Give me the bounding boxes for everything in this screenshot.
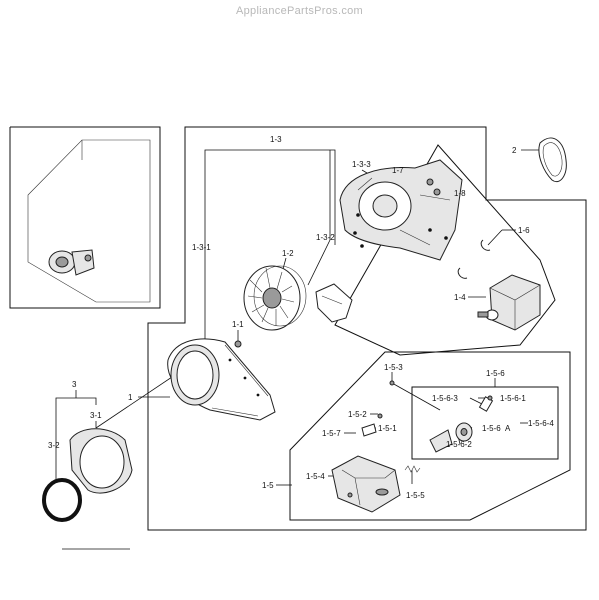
tension-spring xyxy=(404,465,421,473)
blower-housing-cover xyxy=(339,159,463,261)
label-1-5-6-1: 1-5-6-1 xyxy=(500,394,526,403)
label-1-3: 1-3 xyxy=(270,135,282,144)
inset-blower-assembly xyxy=(48,249,95,276)
label-1-5-7: 1-5-7 xyxy=(322,429,341,438)
part-labels: 1-3 1-3-3 1-7 1-8 2 1-3-1 1-3-2 1-2 1-6 … xyxy=(48,135,554,500)
motor-clips xyxy=(457,239,491,279)
label-2: 2 xyxy=(512,146,517,155)
label-1-5-4: 1-5-4 xyxy=(306,472,325,481)
label-1-6: 1-6 xyxy=(518,226,530,235)
label-1-5-6-4: 1-5-6-4 xyxy=(528,419,554,428)
label-1-1: 1-1 xyxy=(232,320,244,329)
label-1-2: 1-2 xyxy=(282,249,294,258)
label-1-7: 1-7 xyxy=(392,166,404,175)
motor-panel-outline xyxy=(334,144,556,356)
label-1-3-1: 1-3-1 xyxy=(192,243,211,252)
watermark: AppliancePartsPros.com xyxy=(235,5,364,17)
duct-piece xyxy=(315,283,353,323)
idler-bracket xyxy=(331,455,401,513)
label-1-5-6-3: 1-5-6-3 xyxy=(432,394,458,403)
label-1-3-2: 1-3-2 xyxy=(316,233,335,242)
screws-1-7-1-8 xyxy=(426,178,441,196)
label-1-5: 1-5 xyxy=(262,481,274,490)
label-3: 3 xyxy=(72,380,77,389)
label-1-5-1: 1-5-1 xyxy=(378,424,397,433)
label-a: A xyxy=(505,424,511,433)
leader-lines xyxy=(55,149,540,550)
label-1-8: 1-8 xyxy=(454,189,466,198)
label-1-5-3: 1-5-3 xyxy=(384,363,403,372)
idler-pulley xyxy=(455,395,494,442)
bolt xyxy=(234,340,242,348)
label-1: 1 xyxy=(128,393,133,402)
label-1-5-6-inner: 1-5-6 xyxy=(482,424,501,433)
drive-belt xyxy=(538,137,567,183)
label-1-4: 1-4 xyxy=(454,293,466,302)
label-1-5-5: 1-5-5 xyxy=(406,491,425,500)
drum-front-duct xyxy=(69,428,133,494)
bracket-subassembly-outline xyxy=(289,351,571,521)
label-1-3-3: 1-3-3 xyxy=(352,160,371,169)
drum-seal-ring xyxy=(42,478,82,522)
label-1-5-2: 1-5-2 xyxy=(348,410,367,419)
blower-wheel xyxy=(243,265,307,331)
blower-duct-housing xyxy=(167,338,276,421)
main-assembly-outline xyxy=(147,126,587,531)
drive-motor xyxy=(477,274,541,331)
inset-overview-box xyxy=(9,126,161,309)
label-1-5-6-2: 1-5-6-2 xyxy=(446,440,472,449)
label-3-2: 3-2 xyxy=(48,441,60,450)
label-1-5-6: 1-5-6 xyxy=(486,369,505,378)
label-3-1: 3-1 xyxy=(90,411,102,420)
idler-arm xyxy=(429,429,453,453)
idler-arm-clip xyxy=(361,380,395,437)
idler-subassembly-box xyxy=(411,386,559,460)
